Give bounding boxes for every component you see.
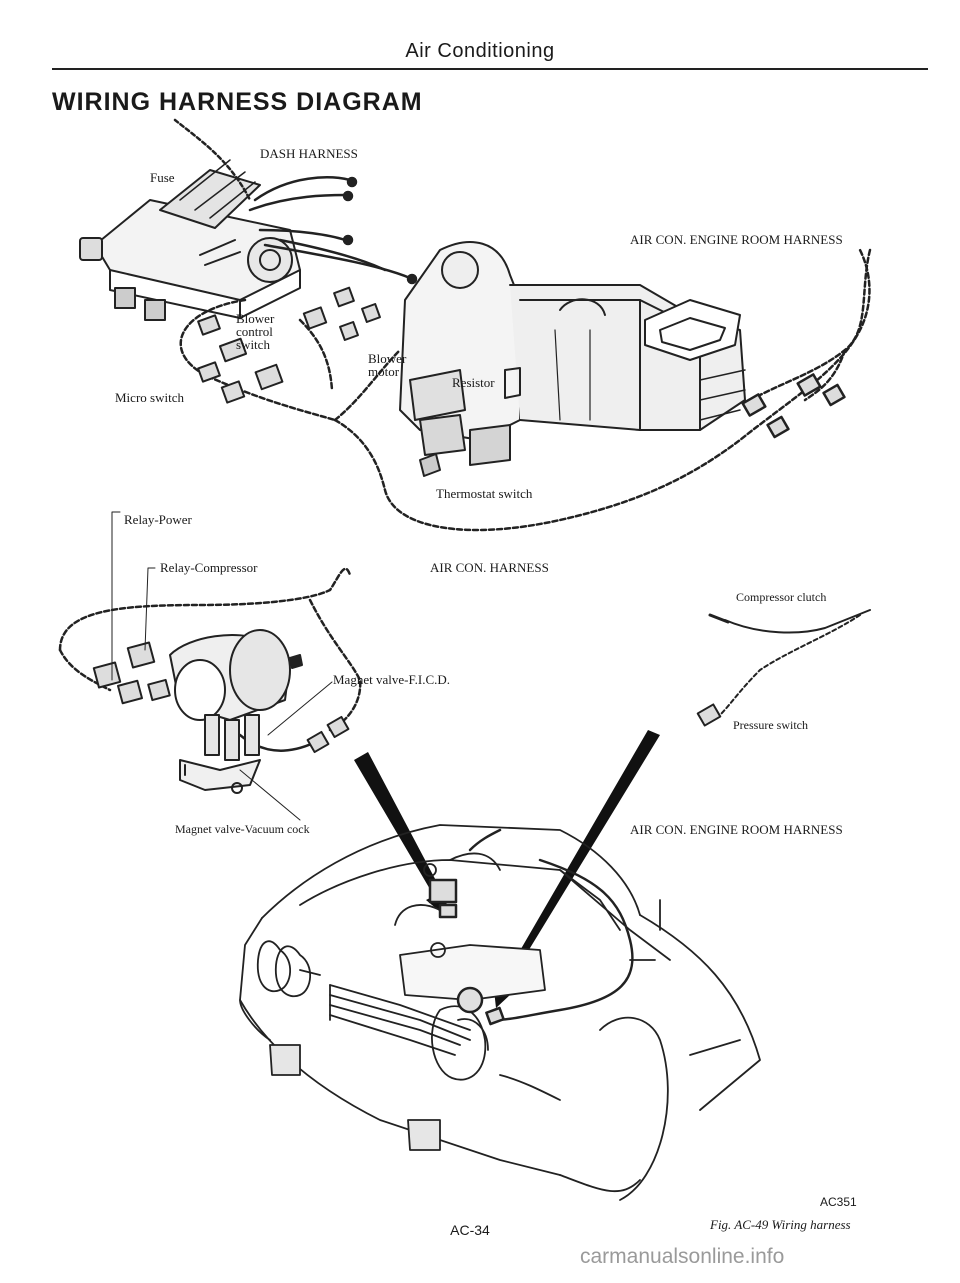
label-fuse: Fuse [150,170,175,185]
label-air-con-engine-room-harness-top: AIR CON. ENGINE ROOM HARNESS [630,232,843,247]
label-micro-switch: Micro switch [115,390,184,405]
label-blower-control-switch: Blower control switch [236,311,275,352]
magnet-valve-body [169,629,303,794]
label-magnet-valve-vacuum-cock: Magnet valve-Vacuum cock [175,822,310,836]
figure-code: AC351 [820,1195,857,1209]
fuse-block-assembly [79,159,301,321]
label-air-con-engine-room-harness-bottom: AIR CON. ENGINE ROOM HARNESS [630,822,843,837]
connector-plugs-dash [197,286,381,404]
diagram-title: WIRING HARNESS DIAGRAM [52,88,423,116]
page-number: AC-34 [450,1222,490,1238]
dash-harness-wires [173,118,418,285]
label-compressor-clutch: Compressor clutch [736,590,827,604]
label-relay-compressor: Relay-Compressor [160,560,258,575]
figure-caption: Fig. AC-49 Wiring harness [710,1217,851,1232]
label-blower-motor: Blower motor [368,351,407,379]
car-front [239,824,761,1201]
label-relay-power: Relay-Power [124,512,192,527]
label-pressure-switch: Pressure switch [733,718,808,732]
relay-units [92,641,350,754]
engine-room-harness-car [428,828,634,1026]
relay-leader-lines [111,511,333,821]
label-air-con-harness: AIR CON. HARNESS [430,560,549,575]
cooling-unit [399,241,746,477]
watermark: carmanualsonline.info [580,1245,785,1268]
compressor-clutch-harness [696,609,871,727]
label-thermostat-switch: Thermostat switch [436,486,533,501]
section-header: Air Conditioning [405,40,555,62]
label-magnet-valve-ficd: Magnet valve-F.I.C.D. [333,672,451,687]
label-resistor: Resistor [452,375,495,390]
header-rule [52,68,928,70]
engine-room-harness-top [741,248,872,439]
label-dash-harness: DASH HARNESS [260,146,358,161]
